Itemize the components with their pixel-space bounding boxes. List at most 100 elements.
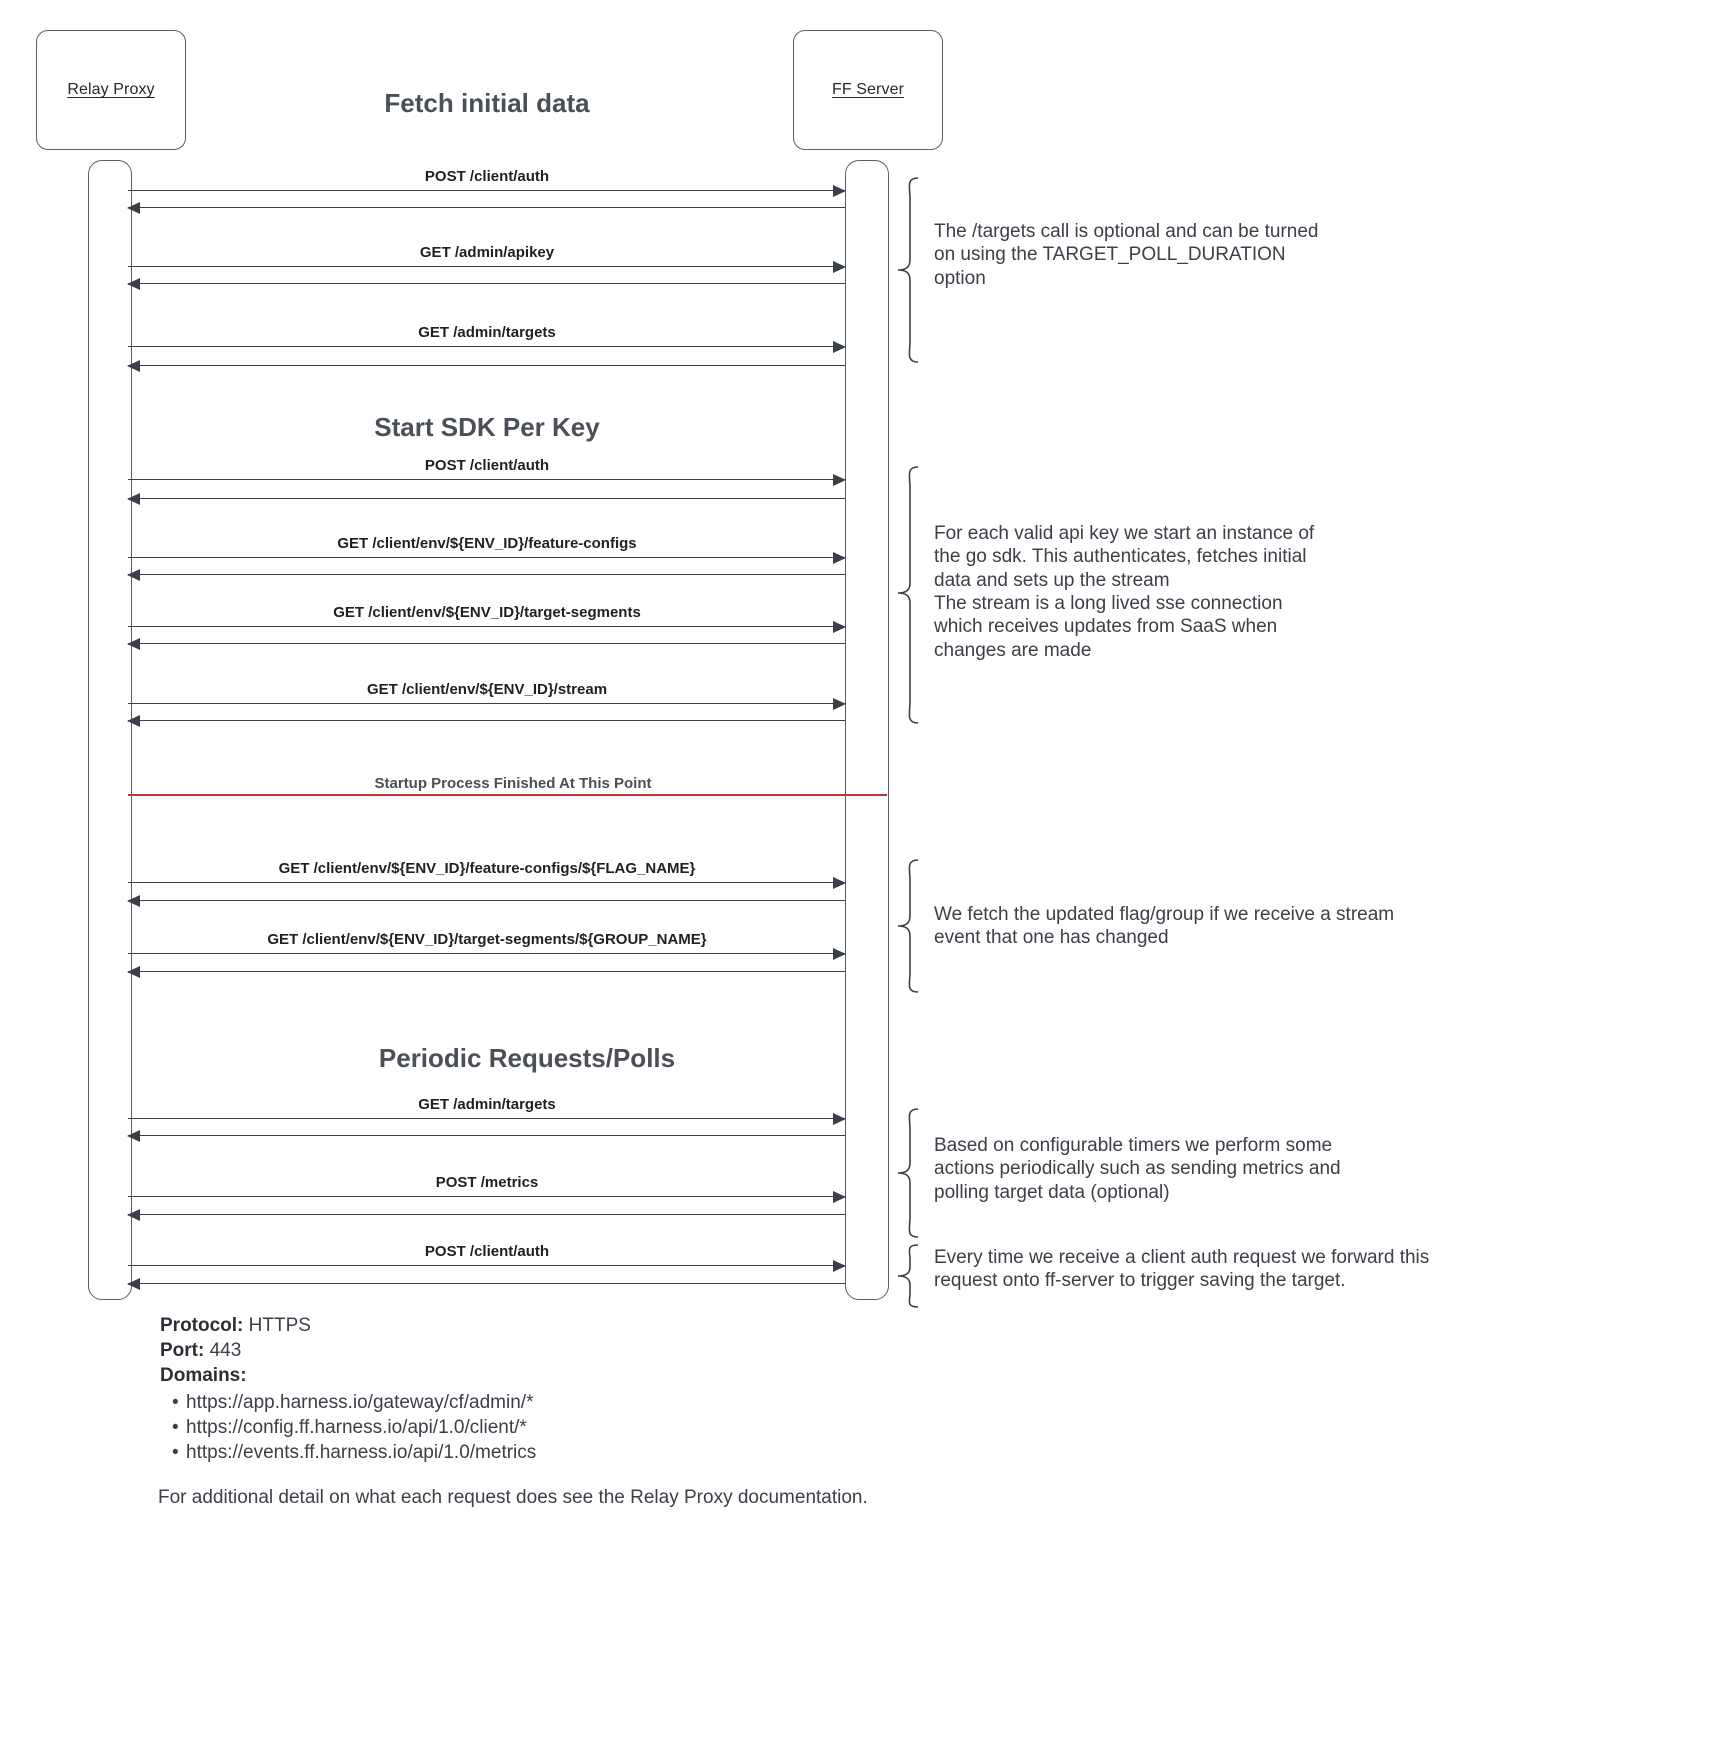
arrow-head [833, 621, 846, 633]
arrow-shaft [128, 900, 845, 902]
arrow-head [127, 278, 140, 290]
participant-ff-server: FF Server [793, 30, 943, 150]
arrow-head [833, 1191, 846, 1203]
message-arrow-request [128, 1191, 846, 1203]
message-arrow-request [128, 1113, 846, 1125]
message-arrow-request [128, 877, 846, 889]
arrow-shaft [128, 1283, 845, 1285]
arrow-shaft [128, 283, 845, 285]
note-brace-5 [897, 1244, 919, 1308]
list-item: https://events.ff.harness.io/api/1.0/met… [172, 1440, 536, 1465]
section-title-start-sdk-per-key: Start SDK Per Key [374, 412, 600, 442]
message-label-get-admin-targets-1: GET /admin/targets [418, 324, 556, 341]
arrow-shaft [128, 882, 845, 884]
arrow-head [833, 552, 846, 564]
message-arrow-response [127, 1209, 845, 1221]
note-targets-optional: The /targets call is optional and can be… [934, 221, 1319, 289]
message-arrow-request [128, 261, 846, 273]
arrow-shaft [128, 479, 845, 481]
message-arrow-request [128, 948, 846, 960]
message-label-get-admin-targets-2: GET /admin/targets [418, 1096, 556, 1113]
section-title-periodic-requests: Periodic Requests/Polls [378, 1043, 676, 1073]
arrow-shaft [128, 1196, 845, 1198]
legend-protocol-value: HTTPS [248, 1315, 311, 1336]
message-label-get-feature-configs: GET /client/env/${ENV_ID}/feature-config… [337, 535, 637, 552]
list-item: https://config.ff.harness.io/api/1.0/cli… [172, 1415, 536, 1440]
message-arrow-response [127, 202, 845, 214]
legend-port-row: Port: 443 [160, 1338, 536, 1363]
message-label-get-target-segment-by-group: GET /client/env/${ENV_ID}/target-segment… [267, 931, 707, 948]
arrow-shaft [128, 971, 845, 973]
message-label-post-client-auth-1: POST /client/auth [424, 168, 550, 185]
note-stream-updates: We fetch the updated flag/group if we re… [934, 904, 1395, 949]
note-periodic-timers: Based on configurable timers we perform … [934, 1135, 1341, 1203]
message-arrow-request [128, 1260, 846, 1272]
legend-port-key: Port: [160, 1340, 205, 1362]
section-title-fetch-initial-data: Fetch initial data [384, 88, 590, 118]
arrow-shaft [128, 703, 845, 705]
arrow-head [833, 474, 846, 486]
lifeline-ff-server [845, 160, 889, 1300]
arrow-head [833, 1260, 846, 1272]
message-arrow-response [127, 1130, 845, 1142]
message-arrow-request [128, 698, 846, 710]
arrow-shaft [128, 346, 845, 348]
participant-relay-proxy: Relay Proxy [36, 30, 186, 150]
legend-port-value: 443 [209, 1340, 242, 1362]
message-arrow-response [127, 493, 845, 505]
arrow-head [127, 569, 140, 581]
divider-line-startup-finished [128, 794, 887, 796]
arrow-shaft [128, 720, 845, 722]
arrow-head [127, 493, 140, 505]
arrow-head [833, 341, 846, 353]
message-arrow-response [127, 638, 845, 650]
arrow-shaft [128, 574, 845, 576]
arrow-shaft [128, 190, 845, 192]
message-arrow-response [127, 278, 845, 290]
footnote-text: For additional detail on what each reque… [158, 1487, 868, 1508]
arrow-head [833, 261, 846, 273]
arrow-shaft [128, 953, 845, 955]
message-label-get-stream: GET /client/env/${ENV_ID}/stream [366, 681, 608, 698]
note-brace-3 [897, 859, 919, 993]
arrow-shaft [128, 365, 845, 367]
arrow-head [127, 1278, 140, 1290]
legend-protocol-key: Protocol: [160, 1315, 244, 1336]
legend-protocol-row: Protocol: HTTPS [160, 1313, 536, 1338]
arrow-head [127, 715, 140, 727]
lifeline-relay-proxy [88, 160, 132, 1300]
message-arrow-response [127, 715, 845, 727]
legend-domains-list: https://app.harness.io/gateway/cf/admin/… [160, 1390, 536, 1465]
arrow-head [833, 698, 846, 710]
legend-domains-key: Domains: [160, 1365, 247, 1387]
message-label-get-target-segments: GET /client/env/${ENV_ID}/target-segment… [333, 604, 641, 621]
message-arrow-request [128, 185, 846, 197]
divider-label-startup-finished: Startup Process Finished At This Point [374, 775, 652, 792]
arrow-head [127, 966, 140, 978]
message-label-post-metrics: POST /metrics [435, 1174, 539, 1191]
message-arrow-response [127, 1278, 845, 1290]
arrow-head [833, 185, 846, 197]
message-arrow-request [128, 552, 846, 564]
arrow-shaft [128, 1214, 845, 1216]
message-arrow-response [127, 895, 845, 907]
message-label-post-client-auth-3: POST /client/auth [424, 1243, 550, 1260]
message-arrow-request [128, 341, 846, 353]
arrow-head [127, 1209, 140, 1221]
arrow-head [833, 1113, 846, 1125]
message-label-post-client-auth-2: POST /client/auth [424, 457, 550, 474]
arrow-head [127, 638, 140, 650]
message-label-get-feature-config-by-flag: GET /client/env/${ENV_ID}/feature-config… [278, 860, 696, 877]
arrow-head [833, 948, 846, 960]
message-arrow-request [128, 621, 846, 633]
arrow-head [127, 1130, 140, 1142]
message-arrow-request [128, 474, 846, 486]
arrow-shaft [128, 498, 845, 500]
message-label-get-admin-apikey: GET /admin/apikey [419, 244, 555, 261]
arrow-head [833, 877, 846, 889]
participant-relay-proxy-label: Relay Proxy [67, 81, 155, 98]
arrow-shaft [128, 1265, 845, 1267]
note-brace-2 [897, 466, 919, 724]
arrow-shaft [128, 643, 845, 645]
